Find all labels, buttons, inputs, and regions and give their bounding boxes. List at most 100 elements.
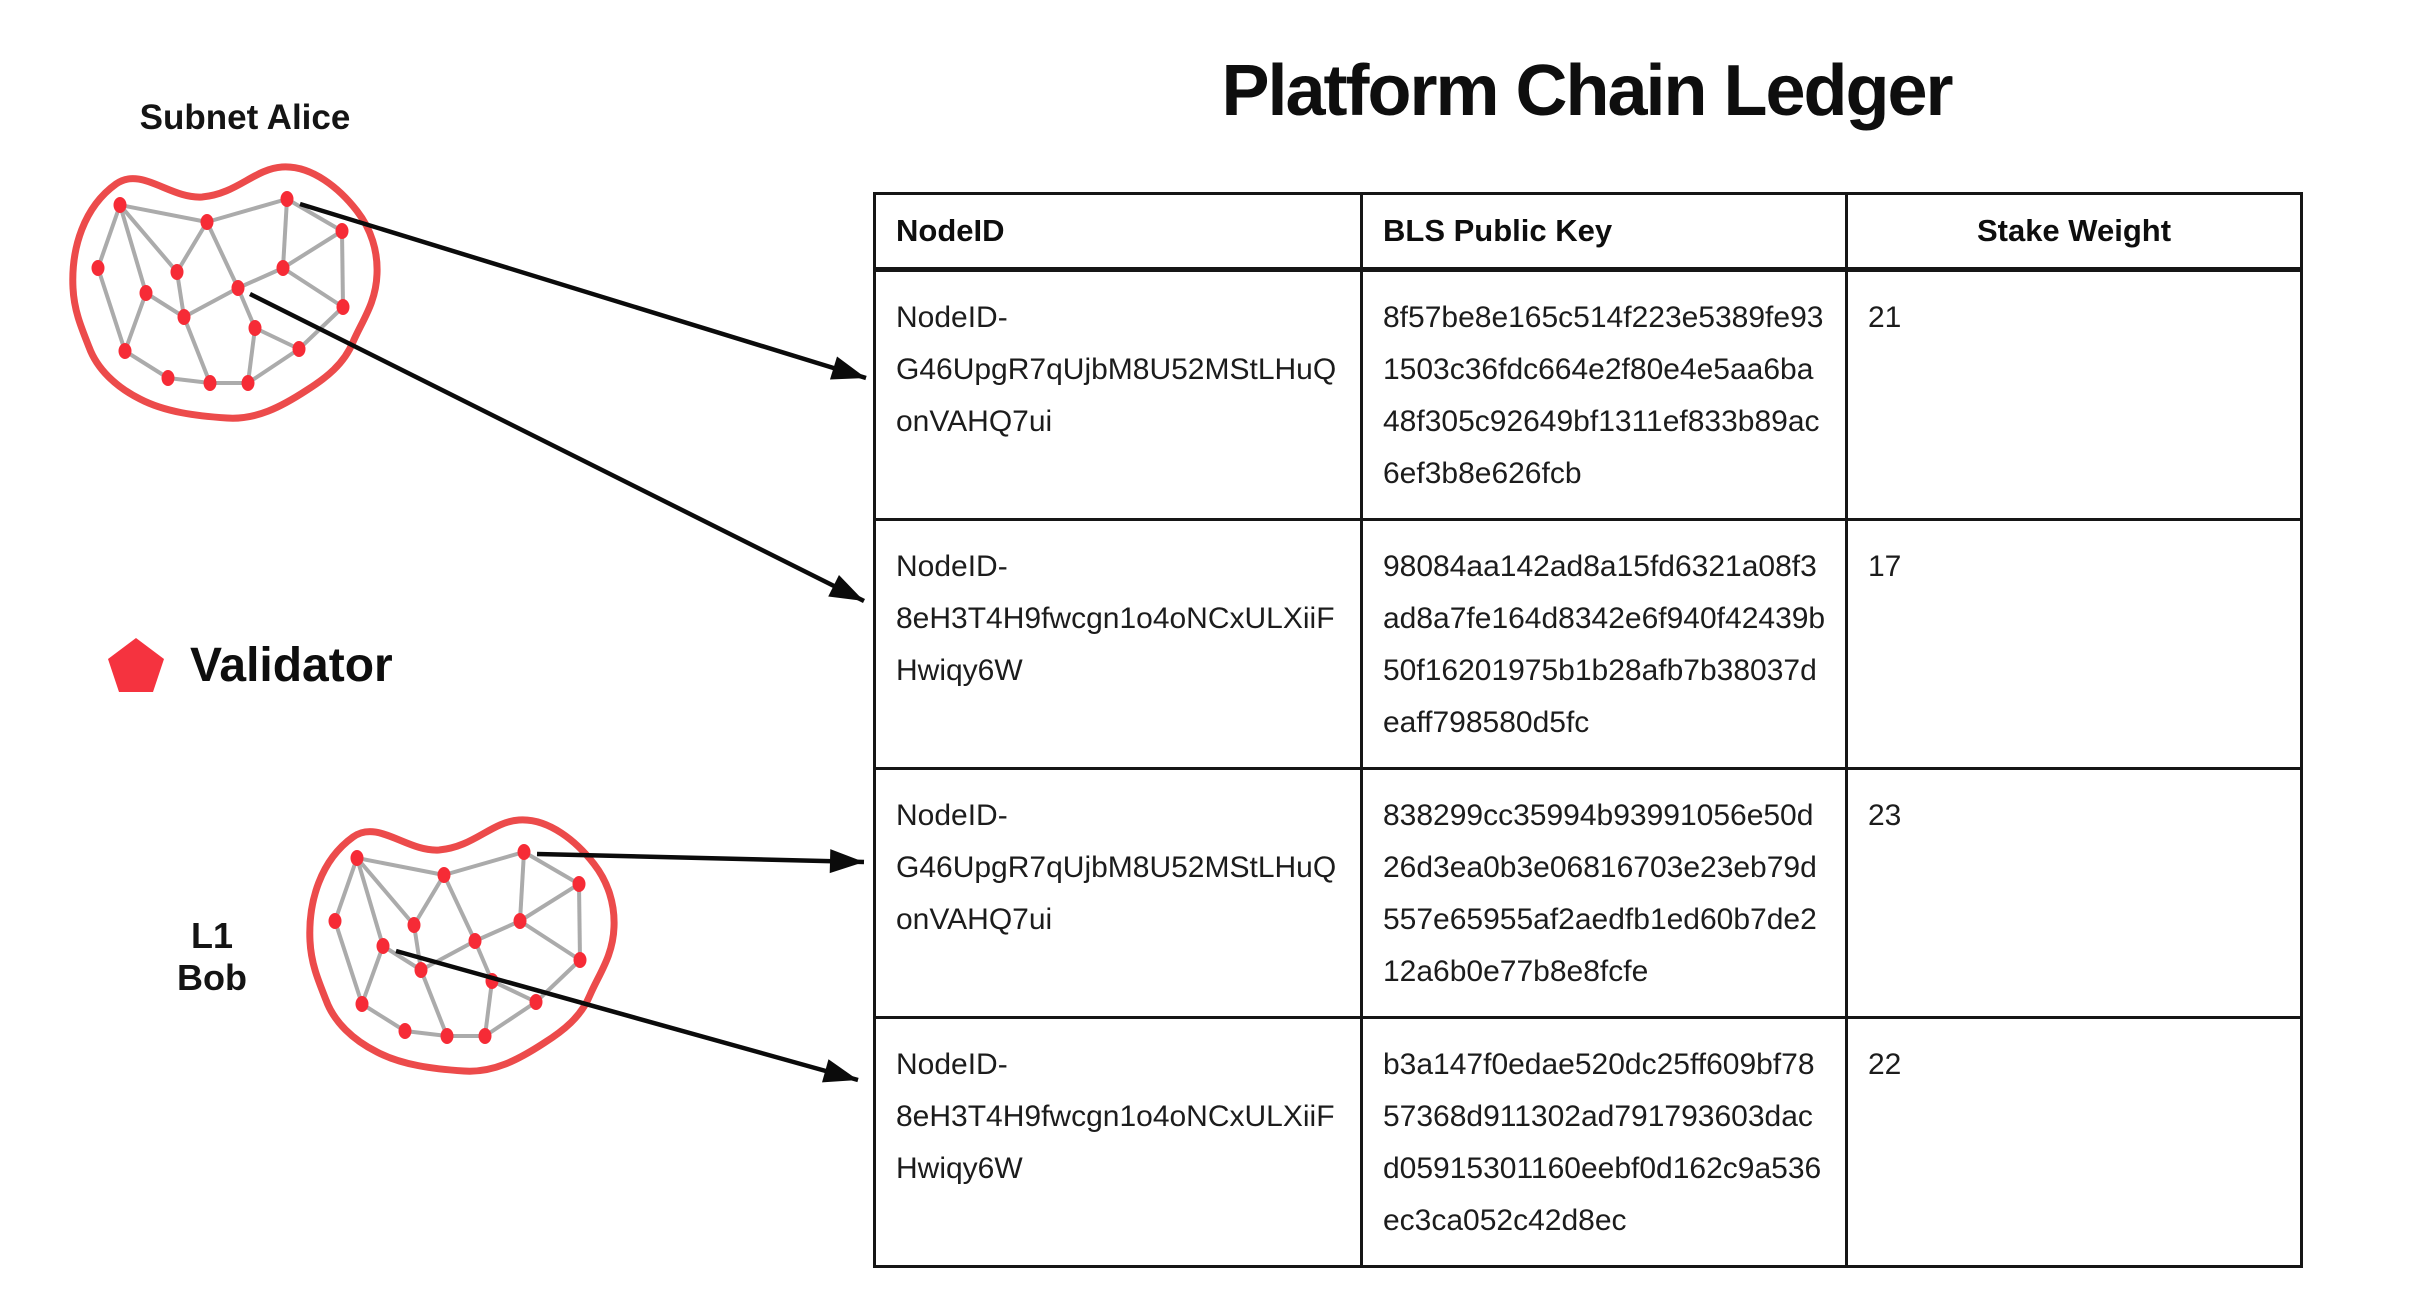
network-edge [175, 220, 209, 274]
network-edge [483, 1000, 538, 1038]
network-edge [340, 230, 345, 308]
stake-weight-cell: 22 [1845, 1016, 2303, 1268]
network-edge [333, 920, 364, 1005]
network-edge [412, 924, 423, 971]
l1-bob-network [306, 816, 618, 1075]
node-id-cell: NodeID-8eH3T4H9fwcgn1o4oNCxULXiiFHwiqy6W [873, 1016, 1363, 1268]
network-edge [356, 856, 445, 877]
bls-public-key-cell: b3a147f0edae520dc25ff609bf7857368d911302… [1360, 1016, 1848, 1268]
subnet-alice-network [69, 163, 381, 422]
validator-node [529, 994, 543, 1010]
arrow-bob-node-to-row-3 [536, 849, 865, 874]
network-edge [175, 271, 186, 318]
network-edge [355, 856, 416, 927]
pentagon-icon [108, 638, 164, 692]
network-edge [96, 204, 122, 269]
l1-bob-label: L1 Bob [177, 915, 247, 998]
validator-node [414, 962, 428, 978]
network-edge [419, 969, 449, 1037]
table-row: NodeID-8eH3T4H9fwcgn1o4oNCxULXiiFHwiqy6W… [873, 1016, 2303, 1268]
network-edge [381, 944, 423, 972]
network-edge [167, 376, 211, 385]
ledger-table: NodeID BLS Public Key Stake Weight NodeI… [873, 192, 2303, 1268]
network-edge [246, 347, 301, 385]
network-edge [182, 316, 212, 384]
bls-public-key-cell: 838299cc35994b93991056e50d26d3ea0b3e0681… [1360, 767, 1848, 1019]
bls-public-key-cell: 8f57be8e165c514f223e5389fe931503c36fdc66… [1360, 268, 1848, 521]
network-edge [404, 1029, 448, 1038]
network-edge [473, 940, 494, 982]
validator-node [139, 285, 153, 301]
network-edge [96, 267, 127, 352]
network-edge [144, 291, 186, 319]
validator-node [248, 320, 262, 336]
table-row: NodeID-G46UpgR7qUjbM8U52MStLHuQonVAHQ7ui… [873, 268, 2303, 521]
ledger-table-body: NodeID-G46UpgR7qUjbM8U52MStLHuQonVAHQ7ui… [873, 268, 2303, 1268]
validator-node [513, 913, 527, 929]
validator-node [350, 850, 364, 866]
network-edge [123, 349, 170, 380]
subnet-alice-label: Subnet Alice [139, 98, 351, 137]
network-edge [360, 1002, 407, 1033]
validator-node [118, 343, 132, 359]
network-edge [205, 221, 240, 289]
validator-node [292, 341, 306, 357]
bls-public-key-cell: 98084aa142ad8a15fd6321a08f3ad8a7fe164d83… [1360, 518, 1848, 770]
network-edge [360, 945, 385, 1005]
arrow-bob-node-to-row-4 [395, 948, 859, 1083]
validator-node [355, 996, 369, 1012]
pentagon-shape [108, 638, 164, 692]
network-edge [522, 850, 581, 886]
network-edge [483, 980, 494, 1037]
page-title: Platform Chain Ledger [1221, 51, 1953, 131]
header-stake-weight: Stake Weight [1845, 192, 2303, 272]
validator-node [336, 299, 350, 315]
validator-node [203, 375, 217, 391]
validator-node [276, 260, 290, 276]
stake-weight-cell: 23 [1845, 767, 2303, 1019]
network-edge [183, 286, 239, 319]
network-edge [333, 857, 359, 922]
table-row: NodeID-8eH3T4H9fwcgn1o4oNCxULXiiFHwiqy6W… [873, 518, 2303, 770]
validator-node [113, 197, 127, 213]
stake-weight-cell: 17 [1845, 518, 2303, 770]
validator-node [437, 867, 451, 883]
validator-node [440, 1028, 454, 1044]
network-edge [518, 882, 581, 923]
network-edge [355, 857, 385, 947]
validator-node [328, 913, 342, 929]
validator-node [91, 260, 105, 276]
network-edge [118, 203, 179, 274]
validator-node [376, 938, 390, 954]
node-id-cell: NodeID-8eH3T4H9fwcgn1o4oNCxULXiiFHwiqy6W [873, 518, 1363, 770]
stake-weight-cell: 21 [1845, 268, 2303, 521]
network-edge [474, 919, 521, 943]
network-edge [534, 958, 582, 1004]
node-id-cell: NodeID-G46UpgR7qUjbM8U52MStLHuQonVAHQ7ui [873, 767, 1363, 1019]
validator-node [280, 191, 294, 207]
arrow-alice-node-to-row-2 [248, 291, 866, 604]
subnet-outline [69, 163, 381, 422]
validator-node [468, 933, 482, 949]
network-edge [491, 979, 537, 1004]
network-edge [118, 204, 148, 294]
network-edge [412, 873, 446, 927]
arrow-alice-node-to-row-1 [299, 201, 867, 381]
network-edge [119, 203, 208, 224]
validator-node [398, 1023, 412, 1039]
validator-legend: Validator [106, 636, 393, 694]
validator-node [231, 280, 245, 296]
network-edge [123, 292, 148, 352]
node-id-cell: NodeID-G46UpgR7qUjbM8U52MStLHuQonVAHQ7ui [873, 268, 1363, 521]
validator-node [517, 844, 531, 860]
network-edge [206, 197, 288, 224]
network-edge [420, 939, 476, 972]
network-edge [281, 266, 345, 309]
validator-node [170, 264, 184, 280]
validator-node [573, 952, 587, 968]
validator-node [177, 309, 191, 325]
network-edge [297, 305, 345, 351]
network-edge [443, 850, 525, 877]
network-edge [237, 266, 284, 290]
